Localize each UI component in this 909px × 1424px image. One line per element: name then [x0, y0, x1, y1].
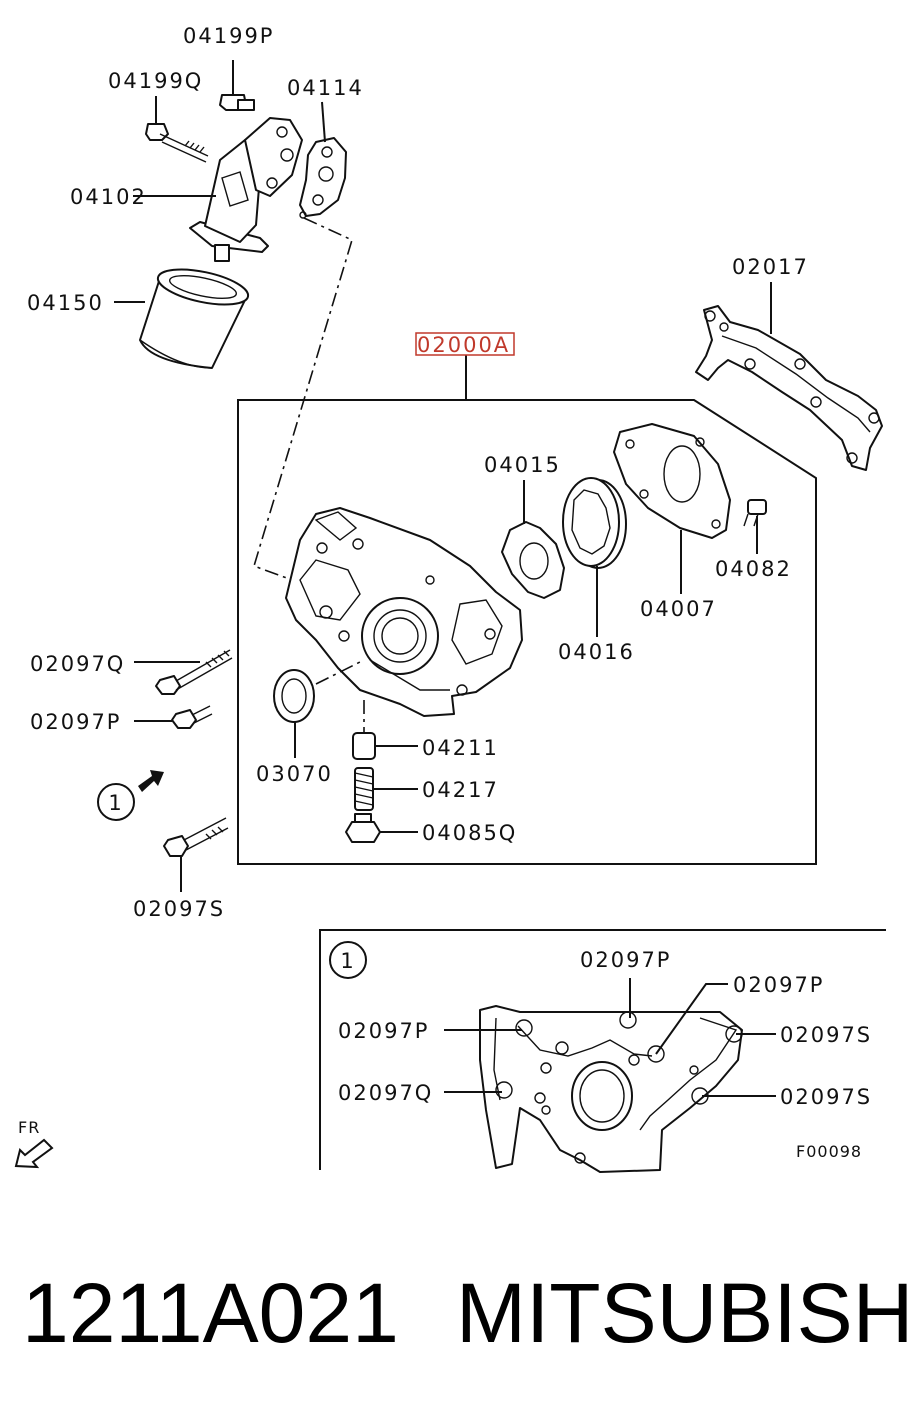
gasket-02017[interactable]	[695, 282, 883, 471]
spring-04217[interactable]	[354, 767, 418, 811]
label-04217: 04217	[422, 778, 499, 802]
direction-arrow-icon	[14, 1138, 54, 1169]
detail-label-left1: 02097P	[338, 1019, 429, 1043]
gasket-04114[interactable]	[299, 137, 347, 219]
detail-label-top1: 02097P	[580, 948, 671, 972]
label-02017: 02017	[732, 255, 809, 279]
arrow-icon	[138, 770, 164, 792]
oil-pump-housing[interactable]	[285, 507, 523, 717]
label-04199q: 04199Q	[108, 69, 203, 93]
label-04007: 04007	[640, 597, 717, 621]
oil-filter-bracket-group	[114, 60, 353, 581]
detail-view: 1 02097P	[319, 929, 886, 1173]
label-02097q: 02097Q	[30, 652, 125, 676]
outer-rotor-04016[interactable]	[562, 477, 627, 637]
label-03070: 03070	[256, 762, 333, 786]
brand-name: MITSUBISHI	[456, 1266, 909, 1360]
front-direction-indicator: FR	[14, 1118, 54, 1169]
bolt-04199p[interactable]	[219, 60, 255, 111]
label-02097p: 02097P	[30, 710, 121, 734]
pump-cover-04007[interactable]	[613, 423, 731, 594]
label-04199p: 04199P	[183, 24, 274, 48]
bolt-02097q[interactable]	[134, 649, 233, 695]
label-04082: 04082	[715, 557, 792, 581]
detail-label-left2: 02097Q	[338, 1081, 433, 1105]
label-04114: 04114	[287, 76, 364, 100]
oil-filter-bracket-04102[interactable]	[189, 117, 303, 262]
oil-filter-04150[interactable]	[139, 263, 251, 369]
label-04085q: 04085Q	[422, 821, 517, 845]
plunger-04211[interactable]	[352, 700, 418, 760]
bolt-02097s[interactable]	[163, 817, 229, 892]
inner-rotor-04015[interactable]	[501, 480, 565, 599]
label-04016: 04016	[558, 640, 635, 664]
fr-label: FR	[18, 1118, 40, 1137]
bolt-02097p[interactable]	[134, 705, 213, 729]
bolt-04199q[interactable]	[145, 96, 209, 163]
screw-04082[interactable]	[743, 499, 767, 554]
highlight-frame	[415, 332, 515, 356]
callout-number: 1	[108, 791, 123, 815]
label-02000a[interactable]: 02000A	[417, 333, 510, 357]
oil-seal-03070[interactable]	[273, 659, 365, 758]
detail-label-right2: 02097S	[780, 1085, 872, 1109]
label-02097s: 02097S	[133, 897, 225, 921]
plug-04085q[interactable]	[345, 813, 418, 843]
label-04015: 04015	[484, 453, 561, 477]
detail-label-top2: 02097P	[733, 973, 824, 997]
label-04150: 04150	[27, 291, 104, 315]
detail-callout-number: 1	[340, 949, 355, 973]
callout-1-marker[interactable]: 1	[97, 770, 164, 821]
detail-label-right1: 02097S	[780, 1023, 872, 1047]
label-04211: 04211	[422, 736, 499, 760]
figure-code: F00098	[796, 1142, 862, 1161]
assembly-box-02000a	[237, 332, 817, 865]
detail-pump-view	[479, 1005, 743, 1173]
part-number: 1211A021	[22, 1266, 399, 1360]
label-04102: 04102	[70, 185, 147, 209]
